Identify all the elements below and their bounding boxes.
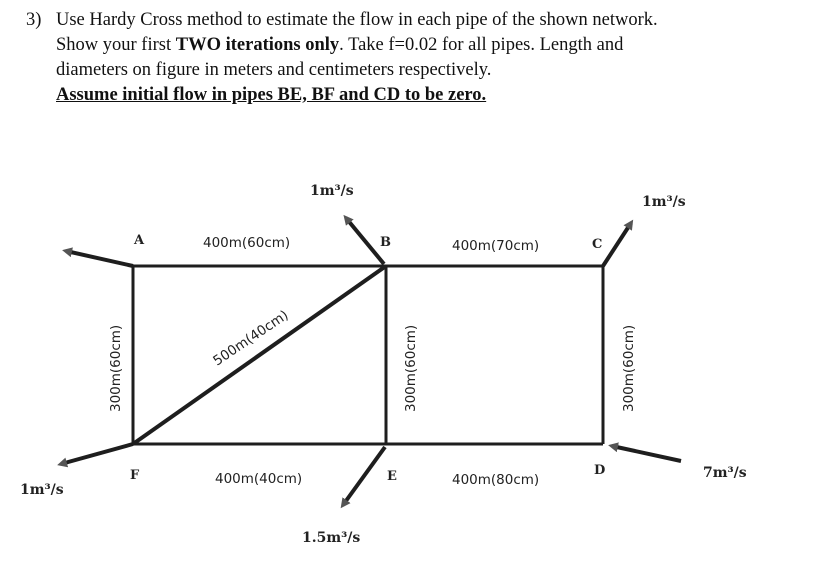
arrow-E-out [340, 445, 387, 509]
pipe-label-AF: 300m(60cm) [108, 325, 124, 412]
flow-label-B: 1m³/s [310, 183, 354, 199]
arrow-A-out [62, 247, 134, 268]
arrow-D-in [608, 442, 682, 463]
problem-statement: 3) Use Hardy Cross method to estimate th… [26, 8, 806, 108]
node-C: C [592, 237, 602, 252]
flow-label-F: 1m³/s [20, 482, 64, 498]
node-D: D [594, 463, 605, 478]
problem-number: 3) [26, 10, 42, 30]
node-B: B [380, 235, 391, 250]
pipe-label-ED: 400m(80cm) [452, 472, 539, 488]
node-E: E [387, 469, 397, 484]
pipe-label-CD: 300m(60cm) [621, 325, 637, 412]
pipe-label-BE: 300m(60cm) [403, 325, 419, 412]
problem-line-4: Assume initial flow in pipes BE, BF and … [56, 85, 487, 105]
problem-line-1: 3) Use Hardy Cross method to estimate th… [26, 8, 806, 33]
arrow-C-out [601, 219, 634, 268]
problem-line-3: diameters on figure in meters and centim… [56, 60, 492, 80]
flow-label-E: 1.5m³/s [302, 530, 360, 546]
node-F: F [130, 468, 140, 483]
node-A: A [133, 233, 145, 248]
problem-line-2: Show your first TWO iterations only. Tak… [56, 35, 624, 55]
arrow-F-out [57, 442, 134, 468]
flow-label-C: 1m³/s [642, 194, 686, 210]
pipe-label-BC: 400m(70cm) [452, 238, 539, 254]
arrow-B-out [343, 214, 386, 266]
pipe-label-FE: 400m(40cm) [215, 471, 302, 487]
pipe-label-AB: 400m(60cm) [203, 235, 290, 251]
pipe-BF [131, 264, 388, 446]
flow-label-D: 7m³/s [703, 465, 747, 481]
